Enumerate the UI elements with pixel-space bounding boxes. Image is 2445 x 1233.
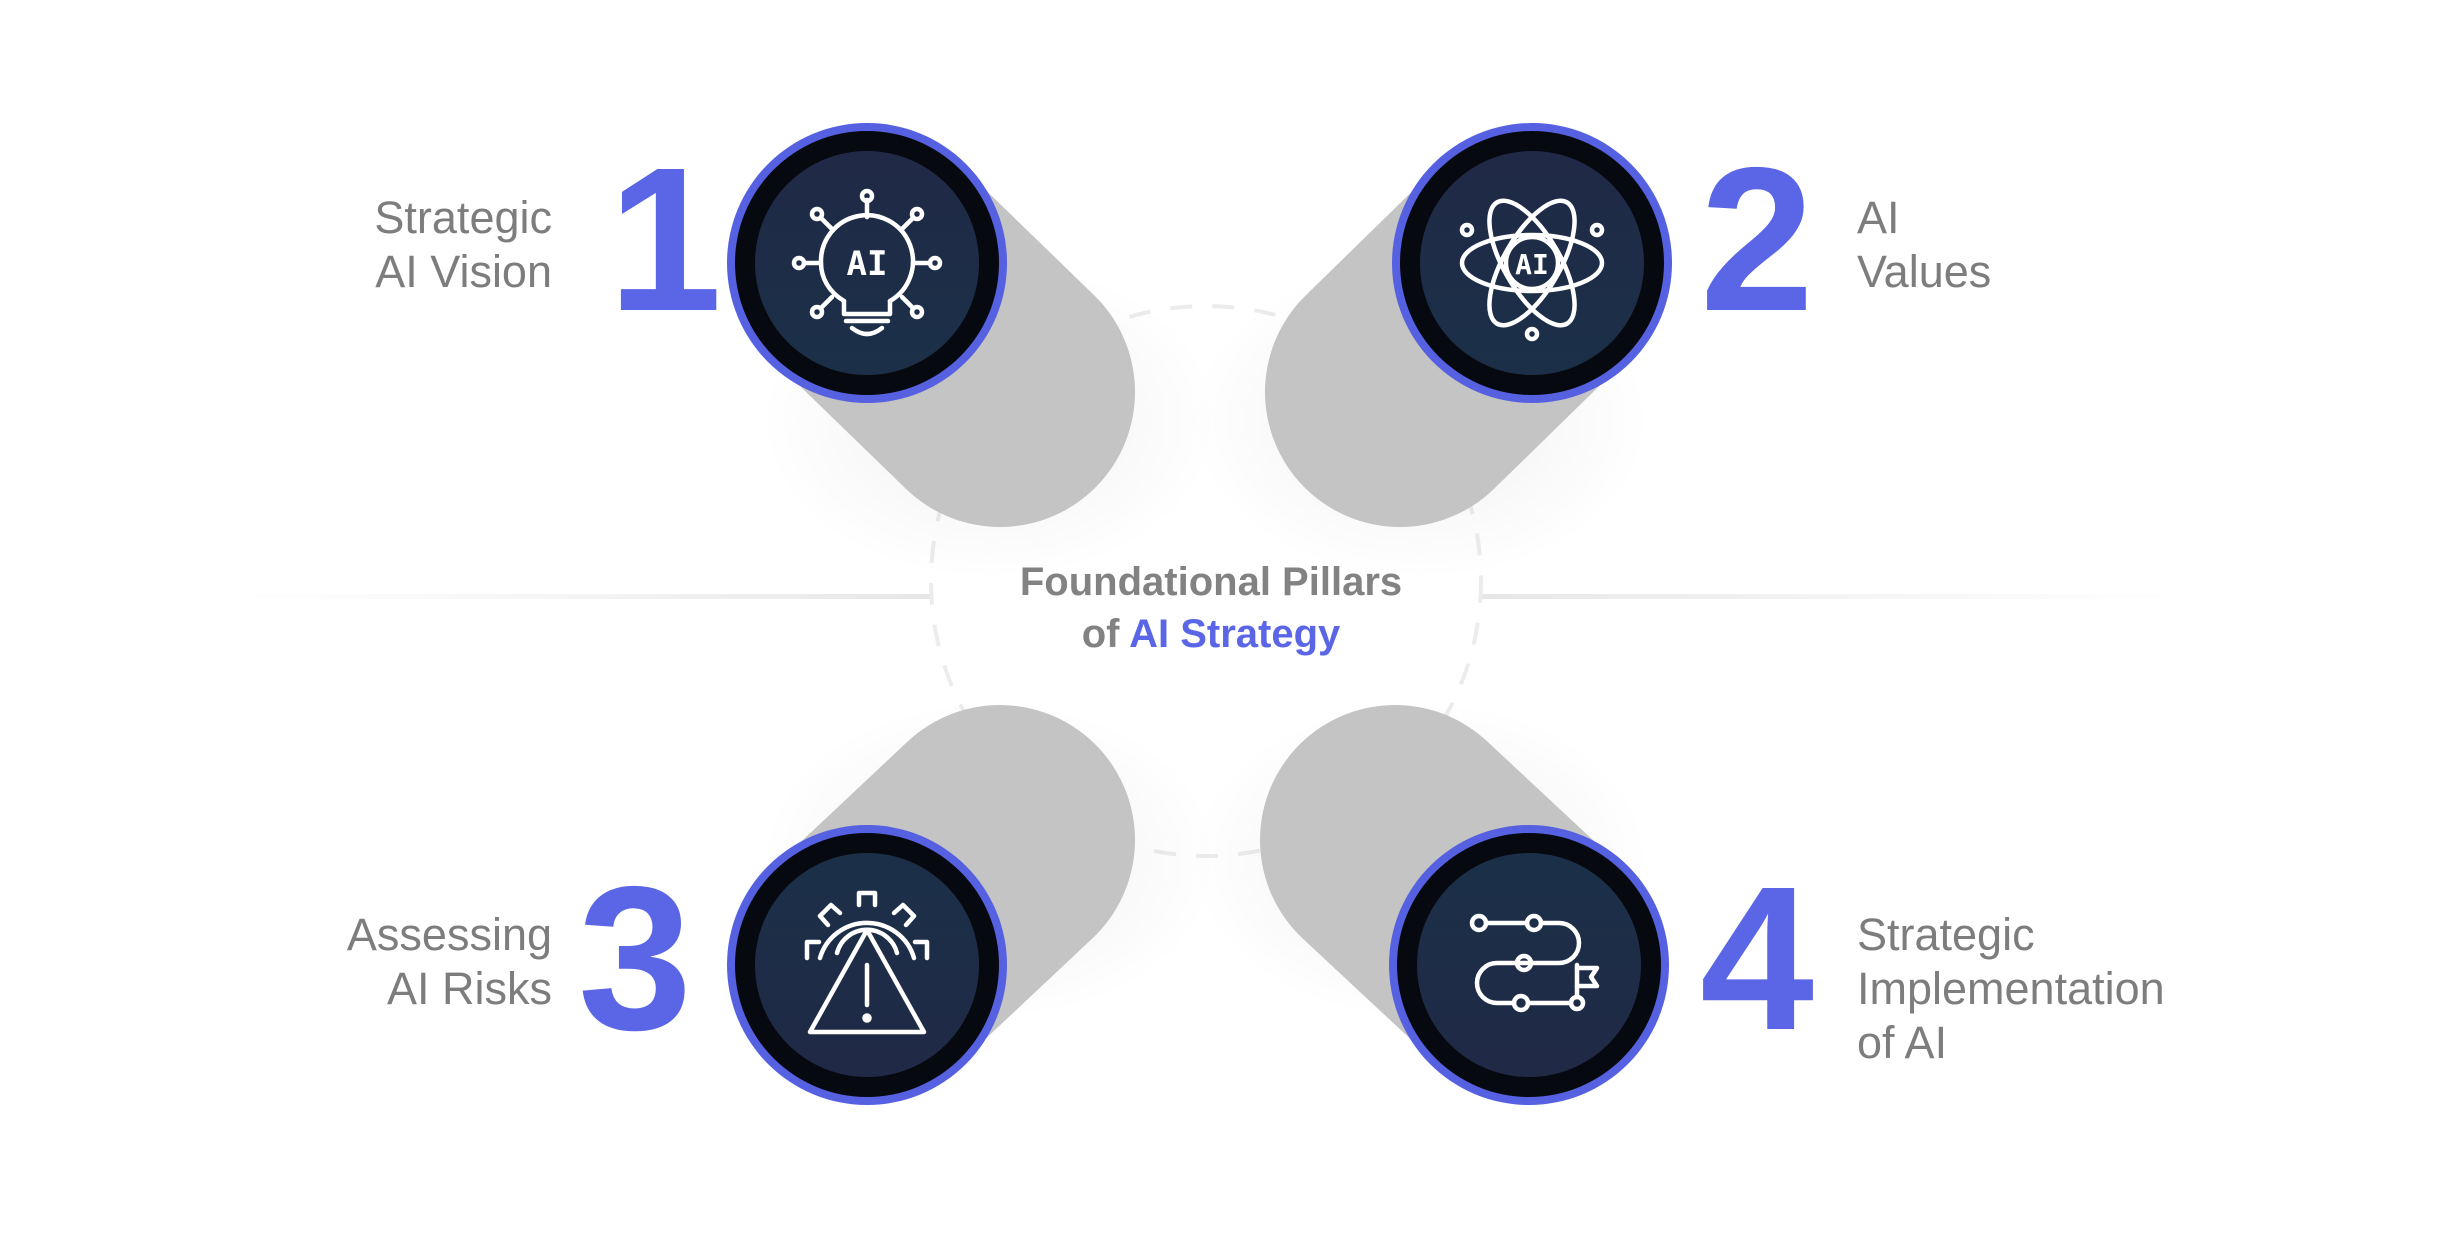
ai-atom-icon: AI [1392, 123, 1672, 403]
center-title-prefix: of [1081, 612, 1120, 656]
guide-line-right [1480, 594, 2180, 599]
pillar-4-label-line: Strategic [1857, 909, 2035, 960]
svg-text:AI: AI [1515, 248, 1549, 281]
pillar-2-label-line: Values [1857, 246, 1992, 297]
pillar-2-label: AI Values [1857, 191, 1991, 299]
ai-lightbulb-icon: AI [727, 123, 1007, 403]
roadmap-flag-icon [1389, 825, 1669, 1105]
pillar-3-label: Assessing AI Risks [347, 908, 552, 1016]
center-title: Foundational Pillars of AI Strategy [922, 556, 1500, 660]
pillar-2-label-line: AI [1857, 192, 1900, 243]
pillar-4-number: 4 [1700, 844, 1814, 1073]
pillar-1-label: Strategic AI Vision [374, 191, 552, 299]
pillar-4-label: Strategic Implementation of AI [1857, 908, 2165, 1070]
gear-warning-icon [727, 825, 1007, 1105]
center-title-highlight: AI Strategy [1129, 612, 1341, 656]
pillar-1-label-line: AI Vision [375, 246, 552, 297]
svg-text:AI: AI [847, 244, 888, 284]
guide-line-left [240, 594, 930, 599]
pillar-2-number: 2 [1700, 125, 1814, 354]
pillar-3-number: 3 [578, 844, 692, 1073]
pillar-1-number: 1 [608, 125, 722, 354]
pillar-1-label-line: Strategic [374, 192, 552, 243]
pillar-4-label-line: Implementation [1857, 963, 2165, 1014]
center-title-line1: Foundational Pillars [1019, 560, 1403, 604]
pillar-4-label-line: of AI [1857, 1017, 1948, 1068]
pillar-3-label-line: AI Risks [386, 963, 552, 1014]
pillar-3-label-line: Assessing [346, 909, 552, 960]
